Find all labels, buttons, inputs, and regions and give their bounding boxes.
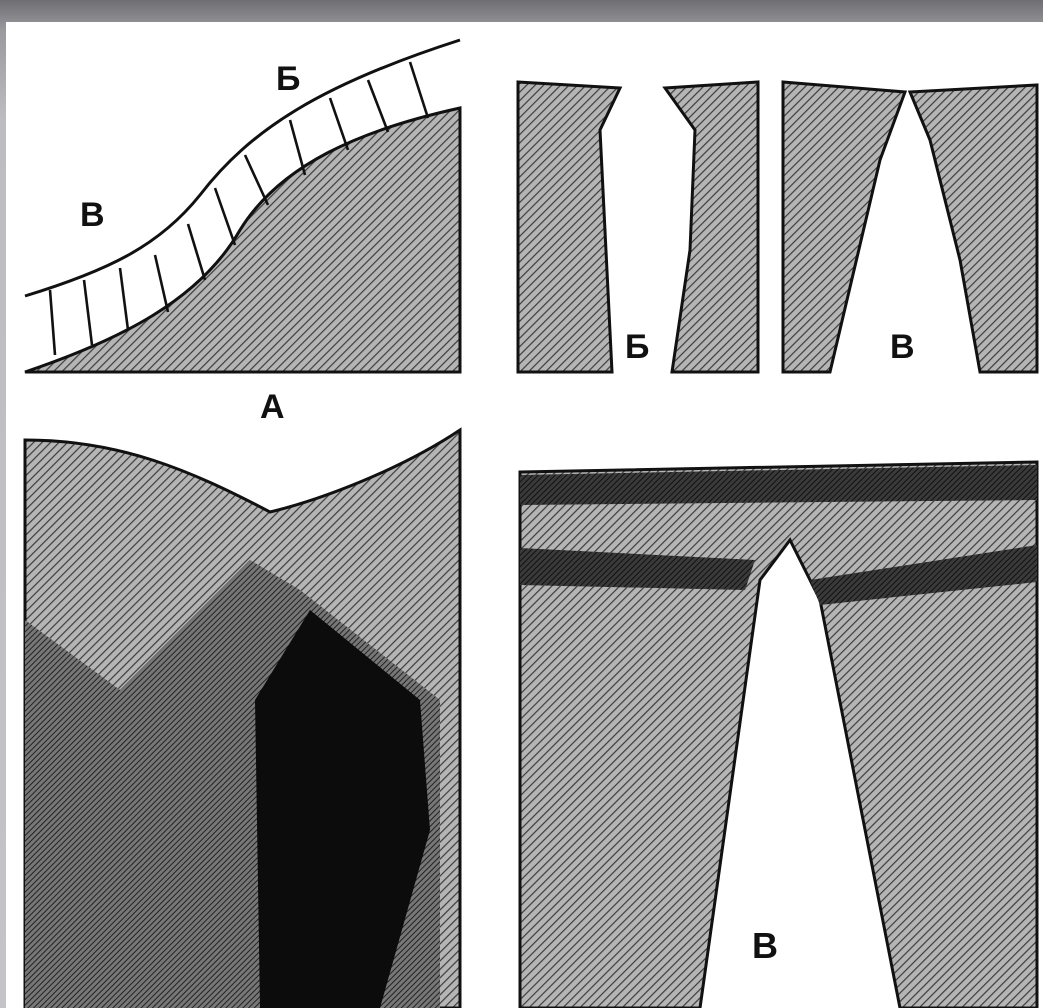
panel-v-large-label: В [752, 928, 778, 964]
panel-c-valley [25, 430, 460, 1008]
panel-v-small-label: В [890, 330, 915, 364]
label-b: Б [276, 62, 300, 96]
panel-v-large-canyon [520, 462, 1037, 1008]
panel-b-label: Б [625, 330, 649, 364]
caption-a: А [260, 390, 285, 424]
label-v: В [80, 198, 105, 232]
